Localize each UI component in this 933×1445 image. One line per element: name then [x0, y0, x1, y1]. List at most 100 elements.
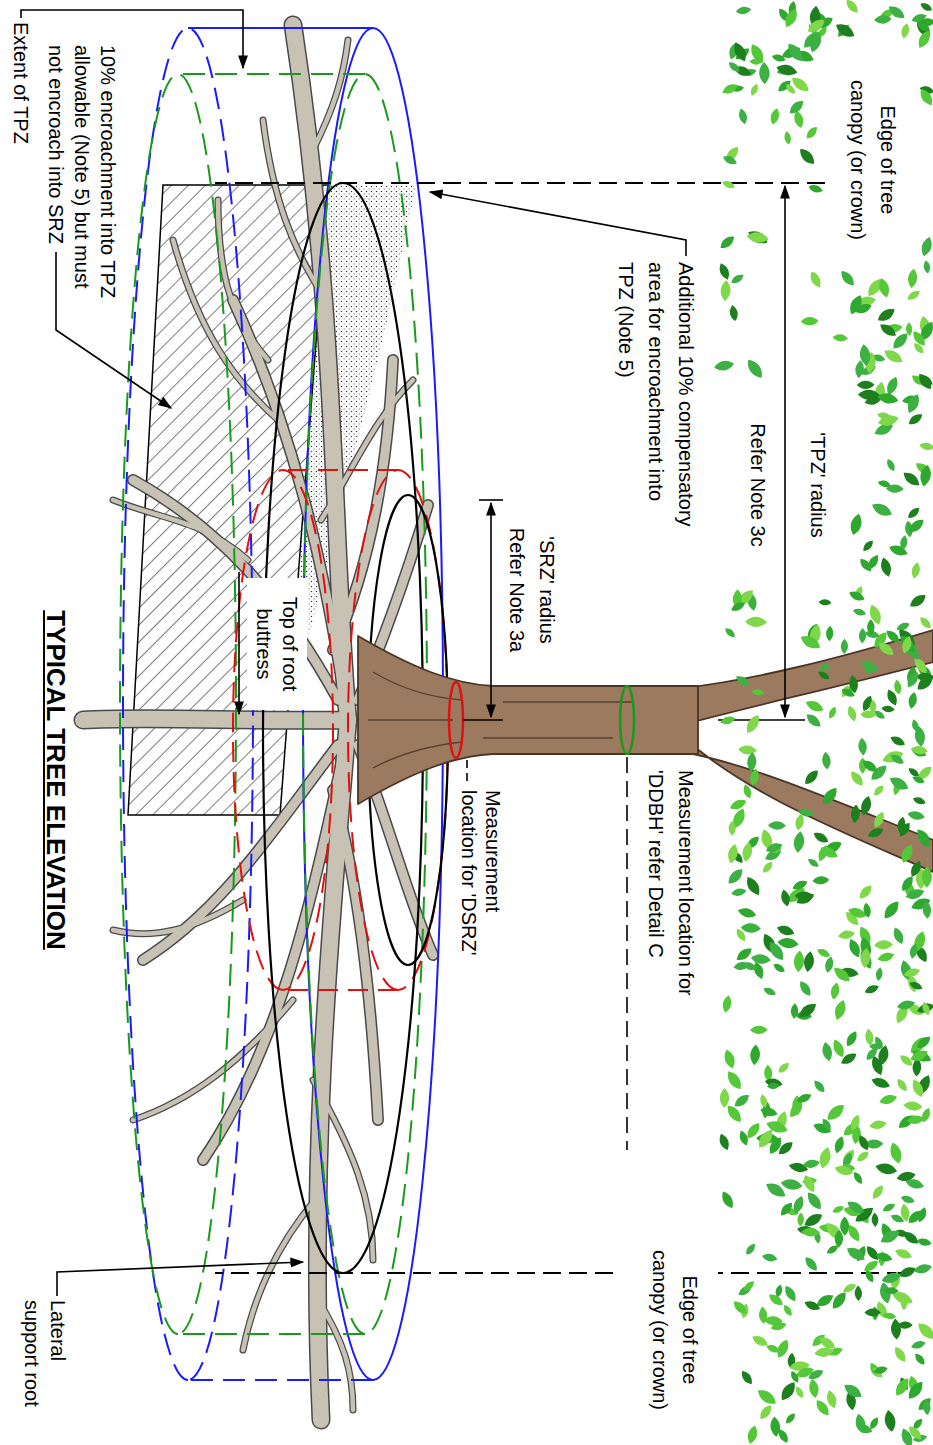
leaf	[914, 672, 933, 694]
leaf	[808, 270, 824, 290]
leaf	[837, 929, 855, 940]
leaf	[806, 857, 820, 869]
leaf	[745, 616, 767, 627]
leaf	[724, 1103, 744, 1125]
leaf	[919, 1, 933, 13]
leaf	[905, 288, 921, 302]
leaf	[796, 1000, 819, 1020]
leaf	[864, 1028, 874, 1046]
leaf	[734, 673, 751, 688]
leaf	[735, 6, 752, 15]
leaf	[896, 999, 916, 1012]
leaf	[904, 887, 925, 902]
leaf	[750, 953, 771, 965]
leaf	[721, 994, 733, 1013]
callout-label: Measurement location for 'DSRZ'	[457, 790, 505, 980]
leaf	[774, 1337, 791, 1359]
leader-lines	[626, 757, 628, 1150]
dimension-label: 'SRZ' radius	[533, 510, 561, 670]
leaf	[913, 1351, 927, 1366]
leaf	[832, 334, 848, 343]
leaf	[739, 1369, 755, 1387]
measurement-rings	[620, 686, 634, 754]
leaf	[910, 1339, 927, 1350]
leaf	[746, 1424, 760, 1445]
leaf	[816, 844, 830, 863]
leaf	[878, 321, 899, 339]
leaf	[759, 1106, 778, 1118]
leaf	[731, 40, 749, 63]
dimension-lines	[479, 499, 503, 501]
leaf	[840, 687, 856, 700]
leader-lines	[430, 192, 686, 256]
leaf	[892, 1345, 909, 1364]
leaf	[845, 1198, 866, 1216]
leaf	[848, 769, 866, 788]
leaf	[858, 556, 874, 573]
leaf	[881, 705, 895, 713]
leaf	[762, 985, 777, 997]
leaf	[857, 380, 875, 389]
leaf	[900, 22, 911, 39]
leaf	[721, 179, 736, 190]
leaf	[719, 1189, 736, 1210]
leaf	[780, 1178, 803, 1192]
leaf	[916, 371, 933, 392]
leaf	[852, 1170, 865, 1185]
leaf	[798, 632, 822, 652]
leaf	[873, 1365, 889, 1375]
leaf	[784, 82, 797, 95]
leaf	[741, 960, 758, 972]
tpz-extent	[178, 73, 365, 75]
dimension-lines	[463, 719, 503, 721]
leaf	[913, 826, 933, 850]
leaf	[866, 826, 885, 840]
leaf	[919, 236, 933, 258]
leaf	[860, 758, 879, 775]
leaf	[891, 926, 906, 946]
tpz-cylinder	[188, 1379, 373, 1381]
leaf	[764, 1316, 783, 1326]
callout-label: Extent of TPZ	[9, 22, 33, 182]
leaf	[816, 947, 832, 960]
canopy-edge-lines	[215, 182, 825, 184]
leaf	[818, 599, 831, 606]
tree-trunk	[368, 672, 633, 768]
leaf	[741, 841, 754, 862]
leaf	[854, 1285, 862, 1301]
leaf	[844, 1244, 867, 1263]
leaf	[882, 347, 905, 366]
leaf	[919, 442, 933, 452]
leaf	[795, 1091, 813, 1105]
leaf	[923, 260, 931, 274]
note-reference: Refer Note 3c	[743, 400, 773, 570]
leaf	[903, 967, 921, 979]
leaf	[874, 1161, 898, 1176]
leaf	[833, 1135, 847, 1155]
leaf	[743, 874, 763, 897]
leaf	[835, 1230, 844, 1248]
leaf	[864, 1309, 880, 1317]
callout-label: 10% encroachment into TPZ allowable (Not…	[43, 45, 121, 310]
leaf	[897, 1321, 912, 1328]
leaf	[821, 751, 831, 770]
leader-lines	[57, 1262, 303, 1296]
leaf	[909, 1048, 930, 1064]
leaf	[910, 745, 928, 755]
leaf	[811, 272, 820, 287]
leaf	[905, 392, 922, 415]
leaf	[918, 615, 933, 631]
leaf	[845, 1223, 862, 1244]
leaf	[910, 1078, 926, 1099]
leaf	[744, 1242, 758, 1257]
leaf	[722, 1048, 737, 1070]
leaf	[791, 1194, 806, 1215]
leaf	[723, 626, 737, 639]
tpz-extent	[178, 1333, 365, 1335]
leaf	[878, 1093, 898, 1106]
leaf	[784, 1412, 797, 1426]
tree-trunk	[483, 737, 613, 738]
leaf	[783, 131, 792, 145]
leaf	[797, 146, 818, 167]
leaf	[794, 813, 805, 831]
